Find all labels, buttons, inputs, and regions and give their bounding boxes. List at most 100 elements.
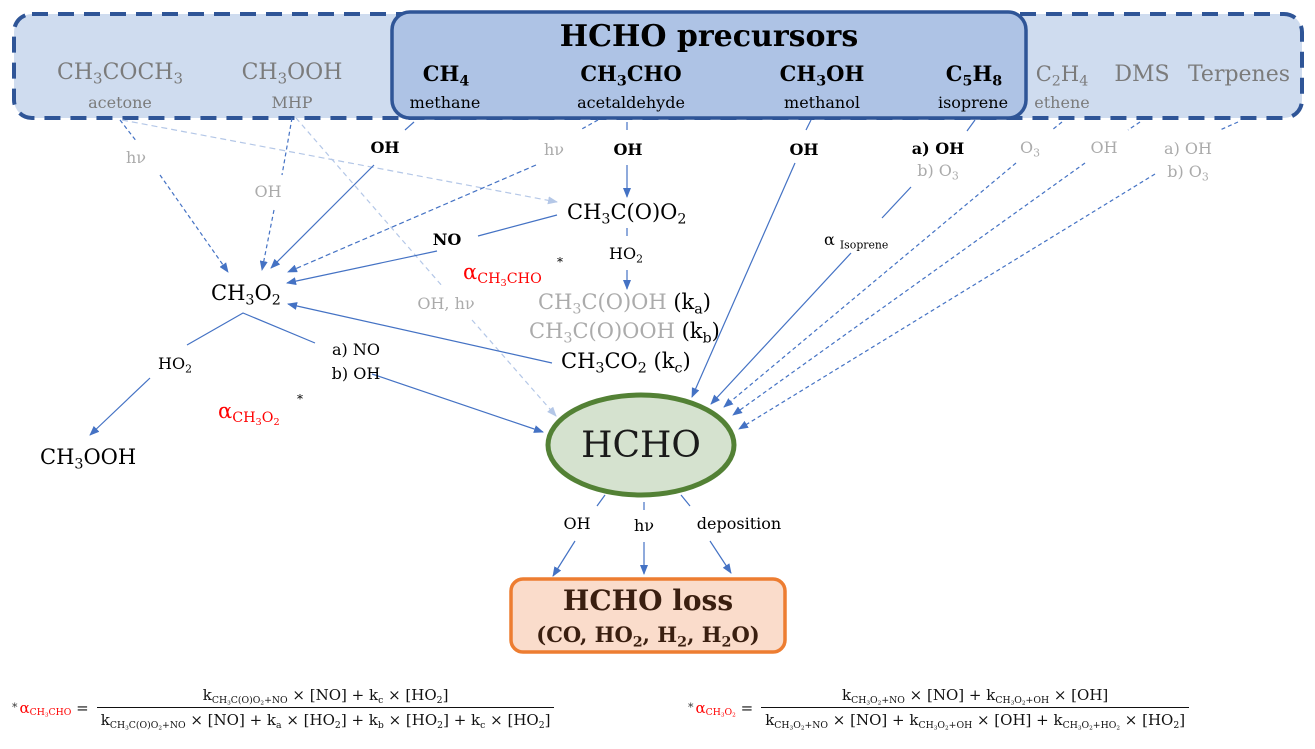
- precursor-acetaldehyde-formula: CH3CHO: [580, 61, 682, 90]
- arrow-isoprene-to-hcho: [710, 252, 852, 405]
- label-isoprene-a: a) OH: [911, 139, 965, 158]
- label-ch3o2-ho2: HO2: [158, 354, 192, 376]
- arrow-acetaldehyde-hv-stub: [579, 119, 599, 131]
- species-ch3coooh: CH3C(O)OOH (kb): [529, 319, 720, 347]
- arrow-methanol-stub: [805, 119, 812, 131]
- alpha-isoprene: α Isoprene: [824, 230, 889, 252]
- equation-ch3cho-asterisk: *: [12, 701, 18, 714]
- precursor-mhp-name: MHP: [271, 93, 313, 112]
- arrow-ch3o2-to-hcho: [371, 373, 544, 433]
- equation-ch3o2-denominator: kCH3O2+NO × [NO] + kCH3O2+OH × [OH] + kC…: [761, 707, 1190, 731]
- equation-ch3cho-denominator: kCH3C(O)O2+NO × [NO] + ka × [HO2] + kb ×…: [96, 707, 555, 731]
- label-dms-oh: OH: [1090, 138, 1118, 157]
- precursor-ethene-name: ethene: [1034, 93, 1090, 112]
- species-ch3co2: CH3CO2 (kc): [561, 349, 691, 377]
- label-loss-deposition: deposition: [696, 514, 782, 533]
- precursor-methanol-formula: CH3OH: [779, 61, 865, 90]
- arrow-methanol-to-hcho: [691, 162, 796, 398]
- precursor-terpenes-formula: Terpenes: [1187, 62, 1291, 87]
- arrow-methane-to-ch3o2: [270, 164, 375, 269]
- precursor-acetone-name: acetone: [88, 93, 152, 112]
- species-ch3o2: CH3O2: [211, 281, 281, 309]
- label-terpenes-a: a) OH: [1164, 139, 1212, 158]
- main-precursors-box: [390, 10, 1028, 120]
- species-ch3cooh: CH3C(O)OH (ka): [538, 290, 711, 318]
- precursor-methane-name: methane: [409, 93, 481, 112]
- arrow-loss-dep: [709, 540, 732, 574]
- line-isoprene-to-alpha: [881, 186, 912, 219]
- arrow-ethene-to-hcho: [723, 162, 1017, 408]
- arrow-acetone-to-ch3co3: [121, 119, 558, 205]
- precursor-ethene-formula: C2H4: [1035, 62, 1089, 90]
- line-ch3o2-branches: [186, 312, 316, 346]
- precursor-isoprene-name: isoprene: [937, 93, 1009, 112]
- precursor-acetone-formula: CH3COCH3: [57, 60, 183, 88]
- line-ch3co3-to-no: [477, 214, 558, 237]
- precursor-acetaldehyde-name: acetaldehyde: [577, 93, 685, 112]
- precursor-methanol-name: methanol: [784, 93, 860, 112]
- arrow-terpenes-stub: [1219, 121, 1239, 131]
- precursor-mhp-formula: CH3OOH: [241, 60, 343, 88]
- equation-ch3cho-lhs: αCH3CHO: [19, 698, 72, 719]
- precursors-title: HCHO precursors: [559, 19, 859, 54]
- arrow-no-to-ch3o2: [286, 250, 438, 286]
- loss-oh-stub: [596, 494, 606, 507]
- equation-alpha-ch3o2: *αCH3O2 = kCH3O2+NO × [NO] + kCH3O2+OH ×…: [688, 686, 1190, 731]
- equation-ch3o2-asterisk: *: [688, 701, 694, 714]
- loss-dep-stub: [680, 494, 691, 507]
- arrow-acetone-to-ch3o2-top: [119, 119, 138, 143]
- label-no: NO: [432, 230, 462, 249]
- equation-ch3o2-lhs: αCH3O2: [695, 698, 736, 719]
- arrow-ch3o2-to-ch3ooh: [89, 377, 151, 436]
- arrow-dms-stub: [1127, 121, 1141, 131]
- arrow-mhp-to-ch3o2: [259, 209, 275, 271]
- label-terpenes-b: b) O3: [1167, 162, 1209, 184]
- rate-kb: (kb): [681, 319, 720, 347]
- label-ch3co3-ho2: HO2: [609, 244, 643, 266]
- label-acetone-hv: hν: [125, 148, 147, 167]
- arrow-mhp-to-oh: [281, 117, 293, 176]
- precursor-isoprene-formula: C5H8: [945, 61, 1003, 90]
- arrow-methane-stub: [404, 121, 415, 131]
- species-ch3coooh-formula: CH3C(O)OOH: [529, 319, 675, 347]
- arrow-terpenes-to-hcho: [738, 173, 1156, 430]
- hcho-node: [545, 392, 737, 498]
- arrow-loss-oh: [552, 540, 576, 577]
- species-ch3co3: CH3C(O)O2: [567, 200, 687, 228]
- label-methane-oh: OH: [370, 138, 400, 157]
- arrow-acetaldehyde-hv-to-ch3o2: [287, 164, 537, 273]
- label-loss-hv: hν: [633, 516, 655, 535]
- species-ch3cooh-formula: CH3C(O)OH: [538, 290, 667, 318]
- alpha-ch3cho-asterisk: *: [557, 255, 563, 269]
- arrow-acetone-to-ch3o2: [159, 174, 229, 273]
- precursor-methane-formula: CH4: [422, 61, 470, 90]
- label-isoprene-b: b) O3: [917, 161, 959, 183]
- equation-ch3o2-numerator: kCH3O2+NO × [NO] + kCH3O2+OH × [OH]: [842, 686, 1109, 707]
- equation-ch3cho-numerator: kCH3C(O)O2+NO × [NO] + kc × [HO2]: [202, 686, 449, 707]
- precursor-dms-formula: DMS: [1114, 62, 1170, 87]
- label-ethene-o3: O3: [1019, 138, 1041, 160]
- arrow-ethene-stub: [1051, 121, 1063, 131]
- equation-alpha-ch3cho: *αCH3CHO = kCH3C(O)O2+NO × [NO] + kc × […: [12, 686, 555, 731]
- hcho-loss-box: [509, 577, 787, 654]
- label-methanol-oh: OH: [789, 140, 819, 159]
- arrow-isoprene-stub: [966, 119, 976, 132]
- label-mhp-oh-hv: OH, hν: [417, 294, 475, 313]
- loss-products: (CO, HO2, H2, H2O): [536, 622, 760, 651]
- label-mhp-oh: OH: [254, 182, 282, 201]
- label-acetaldehyde-hv: hν: [543, 140, 565, 159]
- alpha-ch3cho: αCH3CHO: [463, 260, 542, 290]
- rate-ka: (ka): [673, 290, 711, 318]
- alpha-ch3o2-asterisk: *: [297, 392, 303, 406]
- alpha-ch3o2: αCH3O2: [218, 399, 280, 429]
- arrow-mhp-to-oh-hv: [295, 117, 444, 288]
- label-ch3o2-b: b) OH: [331, 364, 381, 383]
- label-acetaldehyde-oh: OH: [613, 140, 643, 159]
- loss-title: HCHO loss: [562, 584, 734, 617]
- arrow-mhp-to-hcho: [471, 319, 557, 417]
- label-loss-oh: OH: [563, 514, 591, 533]
- arrow-dms-to-hcho: [732, 162, 1086, 416]
- label-ch3o2-a: a) NO: [332, 340, 380, 359]
- species-ch3ooh: CH3OOH: [40, 445, 137, 473]
